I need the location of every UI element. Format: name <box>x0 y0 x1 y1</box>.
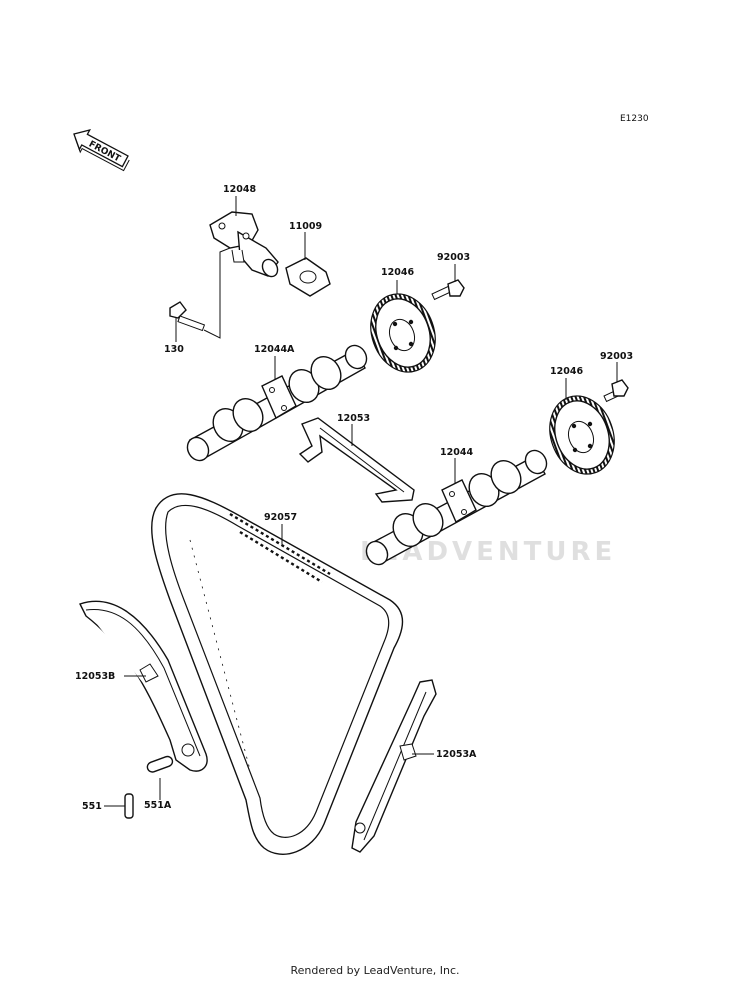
callout-12046-lower: 12046 <box>550 366 583 377</box>
dowel-pin <box>124 793 134 819</box>
camshaft-upper <box>186 344 368 462</box>
callout-12044: 12044 <box>440 447 473 458</box>
callout-92003-lower: 92003 <box>600 351 633 362</box>
tensioner-bolt <box>169 301 206 332</box>
callout-551A: 551A <box>144 800 172 811</box>
tensioner-gasket <box>285 257 331 297</box>
camshaft-sprocket-upper <box>370 293 436 373</box>
callout-12046-upper: 12046 <box>381 267 414 278</box>
chain-guide-b <box>79 600 208 772</box>
callout-92057: 92057 <box>264 512 297 523</box>
cam-chain <box>151 493 404 855</box>
diagram-code: E1230 <box>620 114 649 124</box>
callout-12053B: 12053B <box>75 671 115 682</box>
camshaft-sprocket-lower <box>549 395 615 475</box>
callout-551: 551 <box>82 801 102 812</box>
callout-130: 130 <box>164 344 184 355</box>
footer-credit: Rendered by LeadVenture, Inc. <box>290 964 460 977</box>
callout-12048: 12048 <box>223 184 256 195</box>
callout-12053A: 12053A <box>436 749 477 760</box>
callout-11009: 11009 <box>289 221 322 232</box>
sprocket-bolt-upper <box>431 279 465 301</box>
chain-guide-a <box>351 679 437 853</box>
callout-92003-upper: 92003 <box>437 252 470 263</box>
dowel-pin-a <box>146 755 174 773</box>
callout-12053: 12053 <box>337 413 370 424</box>
camshaft-lower <box>365 449 548 566</box>
callout-12044A: 12044A <box>254 344 295 355</box>
chain-guide-top <box>298 417 415 503</box>
sprocket-bolt-lower <box>603 379 629 403</box>
cam-chain-tensioner <box>209 211 279 278</box>
front-arrow-icon: FRONT <box>73 128 130 172</box>
